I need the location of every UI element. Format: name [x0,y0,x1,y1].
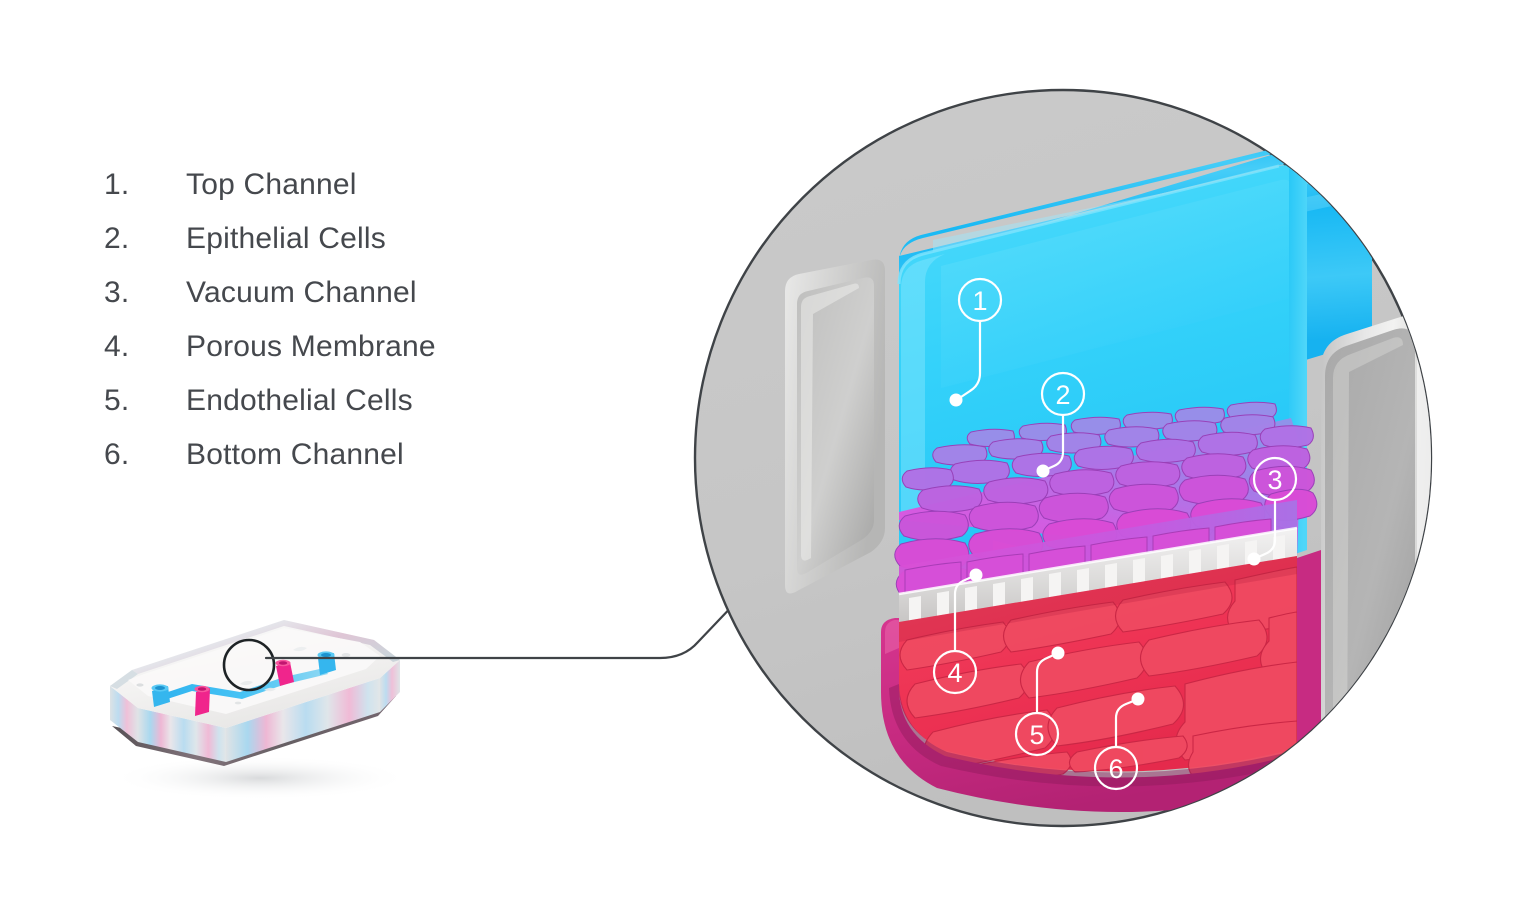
leader-line-1 [956,319,982,401]
callout-marker-4[interactable]: 4 [932,568,983,695]
leader-line-3 [1254,498,1277,560]
callout-marker-1[interactable]: 1 [949,277,1003,407]
marker-circle-6 [1093,745,1139,791]
leader-dot-3 [1247,552,1261,566]
marker-label-3: 3 [1267,465,1282,495]
marker-label-2: 2 [1055,380,1070,410]
channel-blue [156,668,328,702]
legend-number: 2. [104,222,130,255]
legend-number: 6. [104,438,130,471]
list-item: 2. Epithelial Cells [104,222,574,276]
marker-label-4: 4 [947,658,962,688]
cross-section-scene: 1 2 3 4 [785,133,1431,812]
legend-number: 1. [104,168,130,201]
marker-circle-4 [932,649,978,695]
clip-fitting [264,687,276,692]
legend-label-endothelial-cells: Endothelial Cells [186,384,413,417]
leader-dot-5 [1051,646,1065,660]
marker-circle-2 [1040,371,1086,417]
marker-label-1: 1 [972,286,987,316]
chip-side-front [138,708,226,762]
magnified-cross-section: 1 2 3 4 [693,88,1433,828]
callout-marker-2[interactable]: 2 [1036,371,1086,478]
vacuum-left-inner [797,277,874,575]
chip-shadow [110,756,410,800]
list-item: 1. Top Channel [104,168,574,222]
legend-number: 3. [104,276,130,309]
vacuum-right-gloss [1417,312,1431,752]
marker-circle-3 [1252,456,1298,502]
leader-dot-6 [1131,692,1145,706]
bottom-channel-right-wall [1297,550,1321,790]
chip-side-left [110,686,138,742]
vacuum-port-small [234,701,242,705]
legend-label-epithelial-cells: Epithelial Cells [186,222,386,255]
membrane-top-edge [898,526,1298,596]
channel-magenta-left [194,685,210,716]
legend-number: 4. [104,330,130,363]
vacuum-channel-right [1321,306,1431,792]
callout-marker-3[interactable]: 3 [1247,456,1298,566]
vacuum-left-highlight [801,283,859,561]
chip-lid-rim-left [110,670,138,689]
marker-label-6: 6 [1108,754,1123,784]
legend-label-porous-membrane: Porous Membrane [186,330,436,363]
callout-marker-6[interactable]: 6 [1093,692,1145,791]
list-item: 6. Bottom Channel [104,438,574,492]
leader-line-2 [1043,413,1065,472]
legend-number: 5. [104,384,130,417]
top-channel-rim [897,164,1280,285]
leader-dot-1 [949,393,963,407]
legend-label-top-channel: Top Channel [186,168,357,201]
vacuum-port-small [136,683,144,687]
parts-legend: 1. Top Channel 2. Epithelial Cells 3. Va… [104,168,574,492]
callout-marker-5[interactable]: 5 [1014,646,1065,757]
epithelial-cells [894,401,1318,607]
port-blue-left [151,684,170,707]
marker-circle-1 [957,277,1003,323]
leader-line-5 [1035,652,1058,715]
marker-circle-5 [1014,711,1060,757]
chip-side-front-right [226,678,380,762]
bottom-channel-highlight [885,620,899,654]
leader-line-4 [953,574,976,653]
list-item: 4. Porous Membrane [104,330,574,384]
leader-line-6 [1114,698,1138,749]
endothelial-shadow [899,556,1297,642]
vacuum-port-small [341,653,351,657]
legend-label-vacuum-channel: Vacuum Channel [186,276,417,309]
list-item: 3. Vacuum Channel [104,276,574,330]
legend-label-bottom-channel: Bottom Channel [186,438,404,471]
leader-dot-2 [1036,464,1050,478]
leader-dot-4 [969,568,983,582]
magnify-source-ring [222,638,276,692]
list-item: 5. Endothelial Cells [104,384,574,438]
channel-magenta-right [275,659,294,686]
vacuum-channel-left [785,259,885,594]
clip-fitting [240,680,253,686]
top-channel-ceiling [941,179,1291,388]
chip-side-right [380,660,400,712]
chip-device-illustration [88,578,438,808]
top-channel-edge-highlight [901,254,945,518]
marker-label-5: 5 [1029,720,1044,750]
